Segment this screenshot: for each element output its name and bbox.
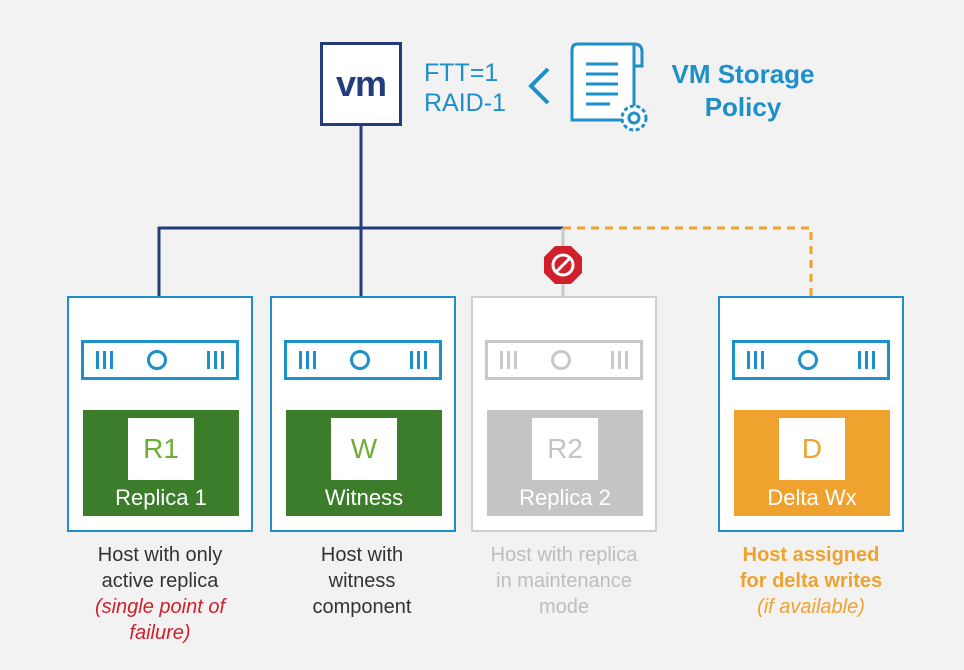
caption-line: component <box>312 596 412 618</box>
caption-line: Host with only <box>97 544 223 566</box>
component-letter: R1 <box>128 418 194 480</box>
caption-note: (if available) <box>757 596 865 618</box>
component-name: Replica 1 <box>115 485 207 510</box>
caption-line: witness <box>328 570 396 592</box>
caption-line: Host with <box>320 544 404 566</box>
host-witness: W Witness <box>270 296 456 532</box>
caption-line: mode <box>538 596 590 618</box>
caption-note: (single point of <box>94 596 226 618</box>
caption-host-3: Host with replica in maintenance mode <box>464 542 664 620</box>
host-replica-2: R2 Replica 2 <box>471 296 657 532</box>
policy-settings: FTT=1 RAID-1 <box>424 58 506 118</box>
server-icon <box>284 340 442 380</box>
component-replica-2: R2 Replica 2 <box>487 410 643 516</box>
server-icon <box>485 340 643 380</box>
component-letter: D <box>779 418 845 480</box>
document-gear-icon <box>570 42 648 132</box>
chevron-left-icon <box>528 67 550 105</box>
component-letter: W <box>331 418 397 480</box>
component-name: Replica 2 <box>519 485 611 510</box>
server-icon <box>81 340 239 380</box>
policy-title: VM Storage Policy <box>648 58 838 124</box>
raid-label: RAID-1 <box>424 89 506 117</box>
vm-box: vm <box>320 42 402 126</box>
policy-title-line1: VM Storage <box>671 59 815 89</box>
ftt-label: FTT=1 <box>424 59 499 87</box>
component-name: Witness <box>324 485 404 510</box>
caption-host-1: Host with only active replica (single po… <box>60 542 260 646</box>
caption-line: for delta writes <box>739 570 883 592</box>
caption-line: Host assigned <box>742 544 880 566</box>
caption-line: Host with replica <box>490 544 638 566</box>
caption-line: active replica <box>101 570 219 592</box>
component-letter: R2 <box>532 418 598 480</box>
component-name: Delta Wx <box>767 485 857 510</box>
no-entry-icon <box>544 246 582 284</box>
caption-host-4: Host assigned for delta writes (if avail… <box>711 542 911 620</box>
server-icon <box>732 340 890 380</box>
component-delta: D Delta Wx <box>734 410 890 516</box>
component-replica-1: R1 Replica 1 <box>83 410 239 516</box>
caption-host-2: Host with witness component <box>262 542 462 620</box>
caption-note: failure) <box>129 622 191 644</box>
caption-line: in maintenance <box>496 570 632 592</box>
component-witness: W Witness <box>286 410 442 516</box>
policy-title-line2: Policy <box>704 92 782 122</box>
host-replica-1: R1 Replica 1 <box>67 296 253 532</box>
host-delta: D Delta Wx <box>718 296 904 532</box>
vm-label: vm <box>335 63 387 104</box>
